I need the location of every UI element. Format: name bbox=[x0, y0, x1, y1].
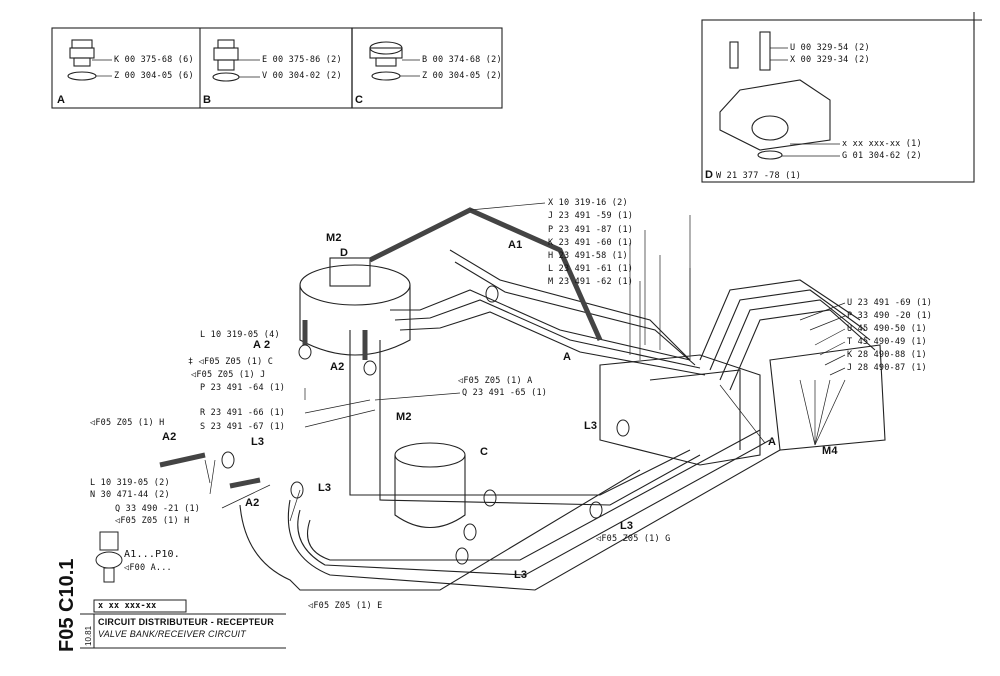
label-a2-b: A2 bbox=[330, 361, 345, 373]
label-k28490-88: K 28 490-88 (1) bbox=[847, 350, 927, 360]
label-q23491-65: Q 23 491 -65 (1) bbox=[462, 388, 548, 398]
label-a-mid: A bbox=[563, 351, 572, 363]
label-p23491-87: P 23 491 -87 (1) bbox=[548, 225, 634, 235]
label-ref-c: ‡ ◁F05 Z05 (1) C bbox=[188, 357, 274, 367]
box-b-letter: B bbox=[203, 94, 212, 106]
title-en: VALVE BANK/RECEIVER CIRCUIT bbox=[98, 629, 246, 639]
title-fr: CIRCUIT DISTRIBUTEUR - RECEPTEUR bbox=[98, 617, 274, 627]
label-x10319-16: X 10 319-16 (2) bbox=[548, 198, 628, 208]
label-ref-e: ◁F05 Z05 (1) E bbox=[308, 601, 383, 611]
detail-frame-abc bbox=[51, 27, 353, 109]
box-d-part-2: X 00 329-34 (2) bbox=[790, 55, 870, 65]
label-a-right: A bbox=[768, 436, 777, 448]
box-d-part-1: U 00 329-54 (2) bbox=[790, 43, 870, 53]
legend-a1-p10: A1...P10. bbox=[124, 549, 180, 560]
label-s23491-67: S 23 491 -67 (1) bbox=[200, 422, 286, 432]
label-n30471-44: N 30 471-44 (2) bbox=[90, 490, 170, 500]
label-ref-j: ◁F05 Z05 (1) J bbox=[191, 370, 266, 380]
label-l3-a: L3 bbox=[251, 436, 265, 448]
label-h23491-58: H 23 491-58 (1) bbox=[548, 251, 628, 261]
label-q33490-21: Q 33 490 -21 (1) bbox=[115, 504, 201, 514]
label-m4: M4 bbox=[822, 445, 838, 457]
box-b-part-1: E 00 375-86 (2) bbox=[262, 55, 342, 65]
label-p33490-20: P 33 490 -20 (1) bbox=[847, 311, 933, 321]
box-b-part-2: V 00 304-02 (2) bbox=[262, 71, 342, 81]
detail-frame-d bbox=[701, 19, 975, 183]
label-ref-a: ◁F05 Z05 (1) A bbox=[458, 376, 533, 386]
title-date: 10.81 bbox=[84, 625, 93, 646]
label-t45490-49: T 45 490-49 (1) bbox=[847, 337, 927, 347]
label-ref-g: ◁F05 Z05 (1) G bbox=[596, 534, 671, 544]
box-a-letter: A bbox=[57, 94, 66, 106]
label-a1: A1 bbox=[508, 239, 523, 251]
box-d-code: W 21 377 -78 (1) bbox=[716, 171, 802, 181]
box-c-part-1: B 00 374-68 (2) bbox=[422, 55, 502, 65]
label-l10319-05-4: L 10 319-05 (4) bbox=[200, 330, 280, 340]
sheet-number: F05 C10.1 bbox=[56, 558, 78, 652]
box-d-letter: D bbox=[705, 169, 714, 181]
legend-f00: ◁F00 A... bbox=[124, 563, 172, 573]
label-p23491-64: P 23 491 -64 (1) bbox=[200, 383, 286, 393]
label-ref-h1: ◁F05 Z05 (1) H bbox=[90, 418, 165, 428]
box-d-part-3: x xx xxx-xx (1) bbox=[842, 139, 922, 149]
label-a2-c: A2 bbox=[162, 431, 177, 443]
label-ref-h2: ◁F05 Z05 (1) H bbox=[115, 516, 190, 526]
label-m2-top: M2 bbox=[326, 232, 342, 244]
label-j28490-87: J 28 490-87 (1) bbox=[847, 363, 927, 373]
label-l3-e: L3 bbox=[514, 569, 528, 581]
label-l3-b: L3 bbox=[318, 482, 332, 494]
label-u45490-50: U 45 490-50 (1) bbox=[847, 324, 927, 334]
label-m2-mid: M2 bbox=[396, 411, 412, 423]
box-d-part-4: G 01 304-62 (2) bbox=[842, 151, 922, 161]
label-c-tank: C bbox=[480, 446, 489, 458]
label-m23491-62: M 23 491 -62 (1) bbox=[548, 277, 634, 287]
label-a2-a: A 2 bbox=[253, 339, 271, 351]
label-l10319-05-2: L 10 319-05 (2) bbox=[90, 478, 170, 488]
label-a2-d: A2 bbox=[245, 497, 260, 509]
box-c-part-2: Z 00 304-05 (2) bbox=[422, 71, 502, 81]
label-l23491-61: L 23 491 -61 (1) bbox=[548, 264, 634, 274]
box-a-part-2: Z 00 304-05 (6) bbox=[114, 71, 194, 81]
label-d: D bbox=[340, 247, 349, 259]
label-l3-d: L3 bbox=[620, 520, 634, 532]
box-c-letter: C bbox=[355, 94, 364, 106]
box-a-part-1: K 00 375-68 (6) bbox=[114, 55, 194, 65]
label-j23491-59: J 23 491 -59 (1) bbox=[548, 211, 634, 221]
title-code: x xx xxx-xx bbox=[98, 601, 157, 611]
label-u23491-69: U 23 491 -69 (1) bbox=[847, 298, 933, 308]
label-r23491-66: R 23 491 -66 (1) bbox=[200, 408, 286, 418]
label-k23491-60: K 23 491 -60 (1) bbox=[548, 238, 634, 248]
label-l3-c: L3 bbox=[584, 420, 598, 432]
